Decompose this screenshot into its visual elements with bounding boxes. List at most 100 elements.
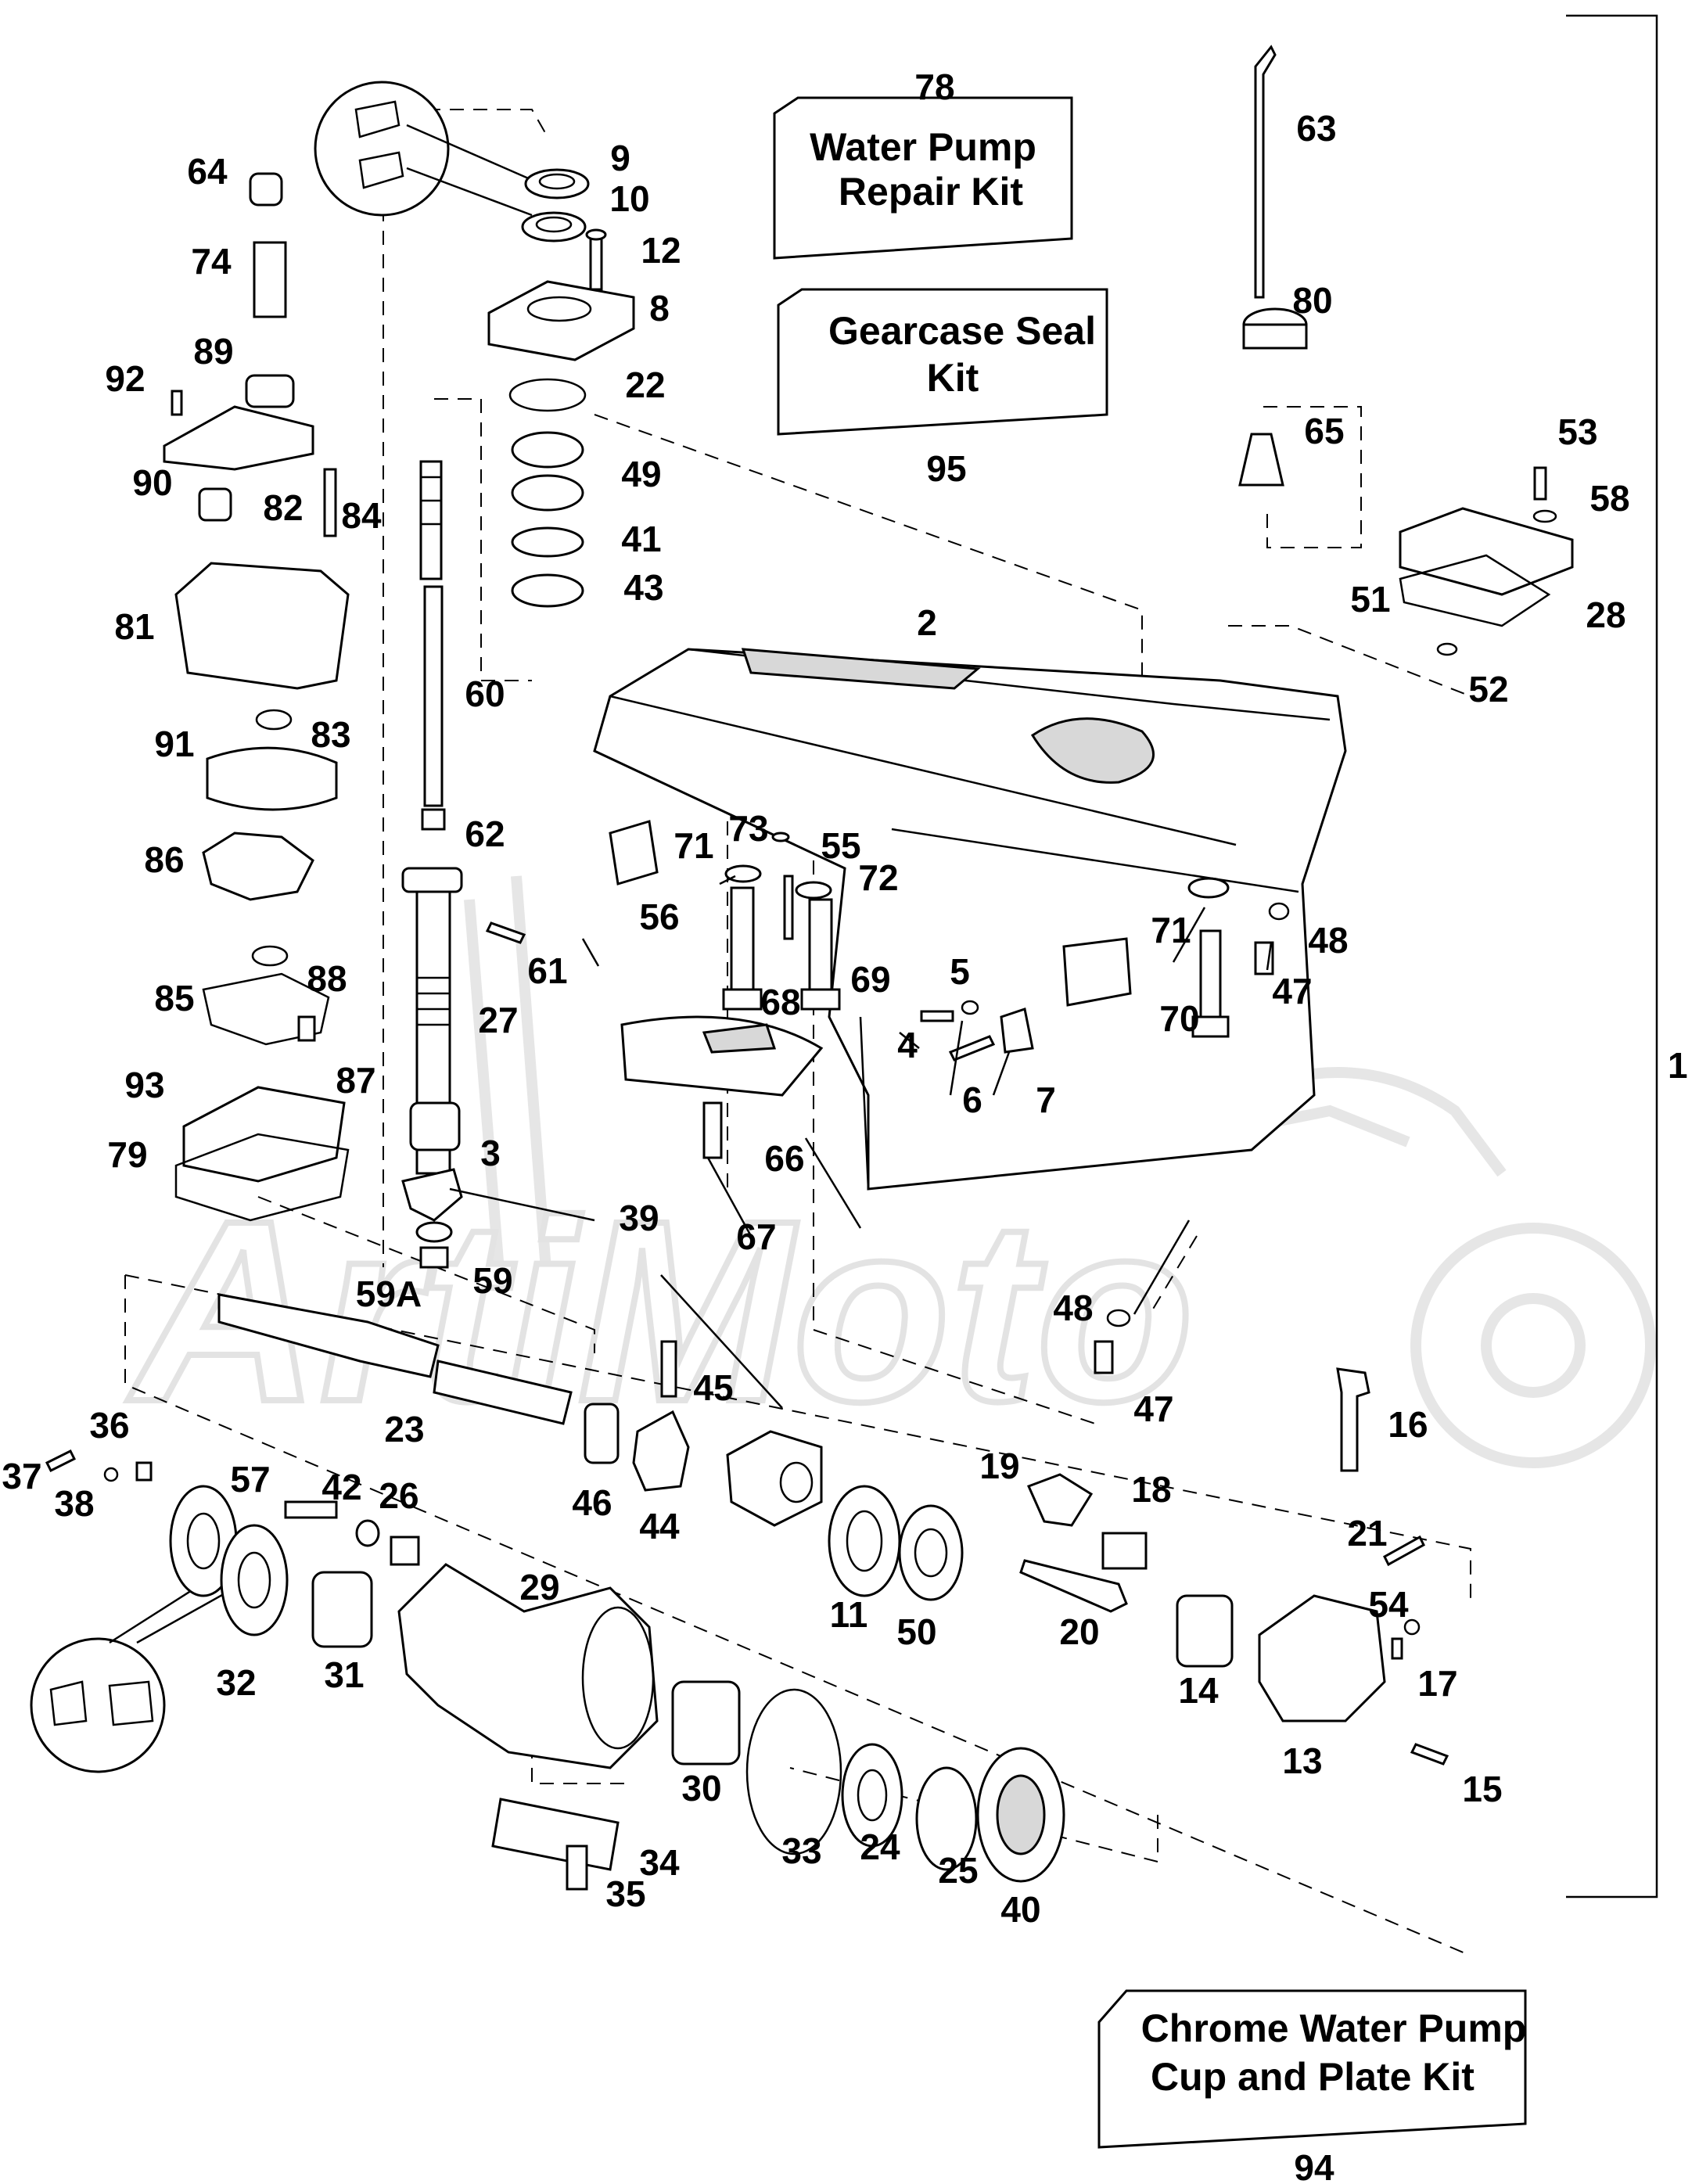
callout-91: 91	[154, 724, 194, 764]
gasket-85	[202, 972, 330, 1046]
callout-17: 17	[1417, 1663, 1457, 1704]
kit-chrome-water-pump-cup-plate	[1097, 1989, 1527, 2149]
retainer-26	[390, 1536, 420, 1566]
screw-6	[948, 1035, 996, 1061]
bearing-31	[311, 1571, 373, 1648]
kit-95-number: 95	[926, 448, 966, 489]
callout-14: 14	[1178, 1670, 1219, 1711]
seal-9	[524, 168, 590, 199]
driveshaft	[419, 460, 444, 827]
callout-50: 50	[896, 1611, 936, 1652]
callout-53: 53	[1557, 411, 1597, 452]
callout-80: 80	[1292, 280, 1332, 321]
callout-4: 4	[897, 1025, 918, 1065]
screw-92	[171, 390, 183, 416]
callout-61: 61	[527, 950, 567, 991]
callout-93: 93	[124, 1065, 164, 1105]
screw-35	[566, 1845, 588, 1891]
plug-47b	[1094, 1340, 1114, 1374]
kit-95-line2: Kit	[927, 356, 979, 400]
callout-3: 3	[480, 1133, 501, 1173]
boot-80	[1242, 307, 1308, 350]
anode-7	[1000, 1008, 1034, 1054]
callout-56: 56	[639, 896, 679, 937]
callout-71-left: 71	[673, 825, 713, 866]
callout-2: 2	[917, 602, 937, 643]
screw-53	[1533, 466, 1547, 501]
callout-46: 46	[572, 1482, 612, 1523]
bolt-12	[585, 228, 607, 291]
callout-69: 69	[850, 959, 890, 1000]
shift-lever-19	[1026, 1473, 1094, 1527]
callout-34: 34	[639, 1842, 680, 1883]
thrust-bearing-43	[511, 573, 584, 608]
callout-83: 83	[311, 714, 350, 755]
shift-shaft-20	[1019, 1559, 1128, 1613]
sleeve-74	[253, 241, 287, 318]
screw-73	[771, 832, 790, 842]
callout-31: 31	[324, 1654, 364, 1695]
callout-92: 92	[105, 358, 145, 399]
callout-6: 6	[962, 1079, 982, 1120]
callout-36: 36	[89, 1405, 129, 1446]
callout-48-upper: 48	[1308, 920, 1348, 961]
o-ring-83	[255, 709, 293, 731]
callout-65: 65	[1304, 411, 1344, 451]
callout-60: 60	[465, 674, 505, 714]
washer-42	[355, 1519, 380, 1547]
callout-25: 25	[938, 1850, 978, 1891]
nut-59	[415, 1221, 453, 1269]
cup-91	[206, 746, 338, 811]
callout-49: 49	[621, 454, 661, 494]
callout-12: 12	[641, 230, 681, 271]
callout-40: 40	[1000, 1889, 1040, 1930]
callout-87: 87	[336, 1060, 375, 1101]
callout-7: 7	[1036, 1079, 1056, 1120]
callout-82: 82	[263, 487, 303, 528]
leader-lines	[449, 875, 1273, 1409]
pin-45	[660, 1340, 677, 1398]
callout-19: 19	[979, 1446, 1019, 1486]
pin-21	[1383, 1535, 1425, 1567]
seal-10	[521, 211, 587, 242]
seal-detail-top	[314, 81, 533, 217]
callout-27: 27	[478, 1000, 518, 1040]
callout-43: 43	[623, 567, 663, 608]
cup-64	[249, 172, 283, 207]
gasket-28	[1399, 554, 1551, 627]
clip-36	[135, 1461, 153, 1482]
o-ring-48b	[1106, 1309, 1131, 1327]
callout-70: 70	[1159, 998, 1199, 1039]
callout-11: 11	[830, 1594, 868, 1635]
callout-62: 62	[465, 814, 505, 854]
thrust-bearing-25	[915, 1766, 978, 1871]
kit-78-line1: Water Pump	[810, 125, 1036, 169]
clutch-dog-44	[632, 1410, 690, 1492]
bearing-3	[409, 1101, 461, 1151]
reverse-gear-40	[976, 1747, 1065, 1883]
callout-86: 86	[144, 839, 184, 880]
callout-48-lower: 48	[1053, 1288, 1093, 1328]
screw-84	[323, 468, 337, 537]
gasket-79	[174, 1133, 350, 1222]
key-87	[297, 1015, 316, 1042]
trim-tab-66	[620, 1015, 824, 1097]
callout-67: 67	[736, 1216, 776, 1257]
bolt-68	[722, 886, 763, 1011]
callout-66: 66	[764, 1138, 804, 1179]
impeller-86	[202, 832, 314, 901]
o-ring-33	[745, 1688, 842, 1855]
bearing-housing-8	[487, 280, 635, 361]
screw-57	[284, 1500, 338, 1519]
callout-73: 73	[728, 808, 768, 849]
plate-82	[163, 405, 314, 471]
forward-gear-39b	[726, 1430, 823, 1527]
o-ring-22	[508, 378, 587, 412]
callout-84: 84	[341, 495, 382, 536]
screw-17	[1391, 1637, 1403, 1660]
plate-93	[182, 1086, 346, 1183]
callout-28: 28	[1586, 594, 1625, 635]
screw-37	[45, 1449, 77, 1473]
kit-94-line2: Cup and Plate Kit	[1151, 2055, 1475, 2099]
retainer-34	[491, 1798, 620, 1871]
